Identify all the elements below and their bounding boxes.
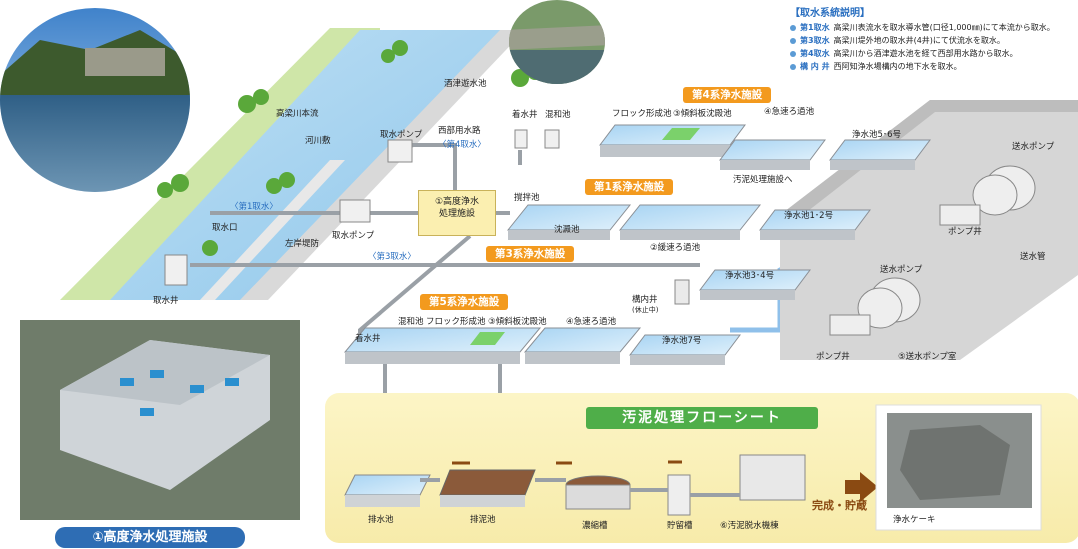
pump-well-label-b: ポンプ井 — [816, 352, 850, 362]
mixing-5-label: 混和池 — [398, 317, 424, 327]
legend-row-intake4: 第4取水高梁川から酒津遊水池を経て西部用水路から取水。 — [790, 49, 1075, 59]
intake-mouth-label: 取水口 — [212, 223, 238, 233]
sludge-to-label: 汚泥処理施設へ — [733, 175, 793, 185]
legend-row-intake3: 第3取水高梁川堤外地の取水井(4井)にて伏流水を取水。 — [790, 36, 1075, 46]
intake-legend: 【取水系統説明】 第1取水高梁川表流水を取水導水管(口径1,000㎜)にて本流か… — [790, 4, 1075, 75]
advanced-treatment-box: ①高度浄水 処理施設 — [418, 190, 496, 236]
storage-tank-label: 貯留槽 — [667, 521, 693, 531]
sakazu-label: 酒津遊水池 — [444, 79, 487, 89]
intake-well-label: 取水井 — [153, 296, 179, 306]
legend-key: 第1取水 — [800, 23, 830, 32]
bullet-icon — [790, 51, 796, 57]
clear-7-label: 浄水池7号 — [662, 336, 702, 346]
send-pump-room-label: ⑤送水ポンプ室 — [898, 352, 957, 362]
cake-photo — [875, 404, 1042, 531]
intake-4-label: 〈第4取水〉 — [438, 140, 486, 150]
send-pipe-label: 送水管 — [1020, 252, 1046, 262]
advanced-line1: ①高度浄水 — [434, 197, 480, 207]
dam-photo — [0, 8, 190, 192]
legend-text: 西阿知浄水場構内の地下水を取水。 — [833, 62, 962, 71]
legend-title: 【取水系統説明】 — [790, 8, 870, 19]
pump-well-label-a: ポンプ井 — [948, 227, 982, 237]
bullet-icon — [790, 38, 796, 44]
river-channel — [110, 30, 520, 300]
drain-pond-label: 排水池 — [368, 515, 394, 525]
building-caption: ①高度浄水処理施設 — [55, 527, 245, 548]
system-4-badge: 第4系浄水施設 — [683, 87, 772, 103]
rapid-filter-label: ④急速ろ過池 — [764, 107, 815, 117]
legend-text: 高梁川表流水を取水導水管(口径1,000㎜)にて本流から取水。 — [833, 23, 1055, 32]
left-bank-label: 左岸堤防 — [285, 239, 320, 249]
send-pump-label-b: 送水ポンプ — [880, 265, 923, 275]
send-pump-label-a: 送水ポンプ — [1012, 142, 1055, 152]
clear-56-label: 浄水池5･6号 — [852, 130, 902, 140]
tanks-sys5 — [343, 327, 741, 365]
river-bank-right — [240, 30, 525, 300]
legend-key: 第3取水 — [800, 36, 830, 45]
legend-row-intake1: 第1取水高梁川表流水を取水導水管(口径1,000㎜)にて本流から取水。 — [790, 23, 1075, 33]
legend-key: 構 内 井 — [800, 62, 830, 71]
rapid-5-label: ④急速ろ過池 — [566, 317, 617, 327]
tanks-sys3 — [674, 269, 811, 305]
sed-5-label: ③傾斜板沈殿池 — [488, 317, 547, 327]
completion-label: 完成・貯蔵 — [812, 499, 867, 512]
legend-row-onsite-well: 構 内 井西阿知浄水場構内の地下水を取水。 — [790, 62, 1075, 72]
mud-pond-label: 排泥池 — [470, 515, 496, 525]
sakazu-photo — [509, 0, 605, 84]
system-1-badge: 第1系浄水施設 — [585, 179, 674, 195]
legend-text: 高梁川から酒津遊水池を経て西部用水路から取水。 — [833, 49, 1018, 58]
sludge-flow-title: 汚泥処理フローシート — [586, 407, 818, 429]
tanks-sys4 — [599, 124, 931, 170]
cake-label: 浄水ケーキ — [893, 515, 936, 525]
sedimentation-label: 沈澱池 — [554, 225, 580, 235]
legend-text: 高梁川堤外地の取水井(4井)にて伏流水を取水。 — [833, 36, 1005, 45]
floc-label: フロック形成池 — [612, 109, 672, 119]
sed-label: ③傾斜板沈殿池 — [673, 109, 732, 119]
slow-filter-label: ②緩速ろ過池 — [650, 243, 701, 253]
clear-34-label: 浄水池3･4号 — [725, 271, 775, 281]
floc-5-label: フロック形成池 — [426, 317, 486, 327]
clear-12-label: 浄水池1･2号 — [784, 211, 834, 221]
seibu-label: 西部用水路 — [438, 126, 481, 136]
sludge-equipment — [344, 454, 878, 516]
onsite-well-sub-label: (休止中) — [632, 306, 659, 314]
system-5-badge: 第5系浄水施設 — [420, 294, 509, 310]
riverbed-label: 河川敷 — [305, 136, 331, 146]
intake-pump-label-b: 取水ポンプ — [332, 231, 375, 241]
bullet-icon — [790, 64, 796, 70]
main-stream-label: 高梁川本流 — [276, 109, 319, 119]
thickener-label: 濃縮槽 — [582, 521, 608, 531]
intake-pump-label-a: 取水ポンプ — [380, 130, 423, 140]
receiving-well-5-label: 着水井 — [355, 334, 381, 344]
dehydrator-label: ⑥汚泥脱水機棟 — [720, 521, 779, 531]
system-3-badge: 第3系浄水施設 — [486, 246, 575, 262]
stir-label: 撹拌池 — [514, 193, 540, 203]
intake-3-label: 〈第3取水〉 — [368, 252, 416, 262]
building-photo — [20, 320, 300, 520]
send-pumps — [829, 165, 1036, 336]
receiving-well-label: 着水井 — [512, 110, 538, 120]
tanks-sys1 — [506, 204, 871, 240]
advanced-line2: 処理施設 — [438, 208, 475, 219]
intake-1-label: 〈第1取水〉 — [230, 202, 278, 212]
intake-structures — [164, 129, 560, 286]
bullet-icon — [790, 25, 796, 31]
mixing-label: 混和池 — [545, 110, 571, 120]
onsite-well-label: 構内井 — [632, 295, 658, 305]
legend-key: 第4取水 — [800, 49, 830, 58]
